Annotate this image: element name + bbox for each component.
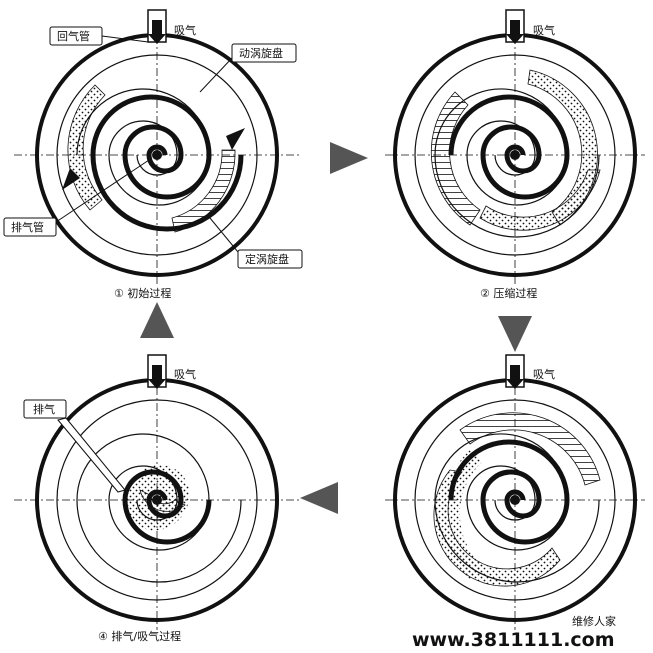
label-intake-3: 吸气 [533,367,555,381]
label-intake-4: 吸气 [174,367,196,381]
arrow-left [300,482,338,514]
stage1-diagram [3,9,303,285]
stage2-orbiting-scroll [448,94,570,200]
caption-stage2: ② 压缩过程 [480,287,537,300]
stage1-hatched-pocket [171,149,236,233]
stage4-diagram [14,354,300,630]
stage3-fixed-scroll [434,433,600,583]
stage3-diagram [385,354,645,630]
watermark-url: www.3811111.com [412,629,615,651]
label-discharge-pipe: 排气管 [11,220,44,234]
watermark-brand: 维修人家 [572,614,616,628]
label-intake-1: 吸气 [174,23,196,37]
label-intake-2: 吸气 [533,23,555,37]
label-fixed-scroll: 定涡旋盘 [245,252,289,266]
stage2-fixed-scroll [434,88,600,238]
stage1-orbiting-scroll [90,94,244,232]
stage4-fixed-scroll [76,433,242,583]
caption-stage1: ① 初始过程 [114,286,171,300]
label-return-pipe: 回气管 [57,29,90,43]
label-discharge: 排气 [33,402,55,416]
stage1-fixed-scroll [76,88,210,206]
stage3-hatched-pocket [459,412,601,486]
stage2-dotted-pocket-lower [479,169,601,231]
arrow-up [140,302,174,338]
stage4-orbiting-scroll [122,469,212,545]
stage2-diagram [385,9,645,285]
arrow-down [498,316,532,352]
stage3-orbiting-scroll [448,439,570,545]
arrow-right [330,142,368,174]
label-orbiting-scroll: 动涡旋盘 [239,46,283,60]
caption-stage4: ④ 排气/吸气过程 [98,629,181,643]
